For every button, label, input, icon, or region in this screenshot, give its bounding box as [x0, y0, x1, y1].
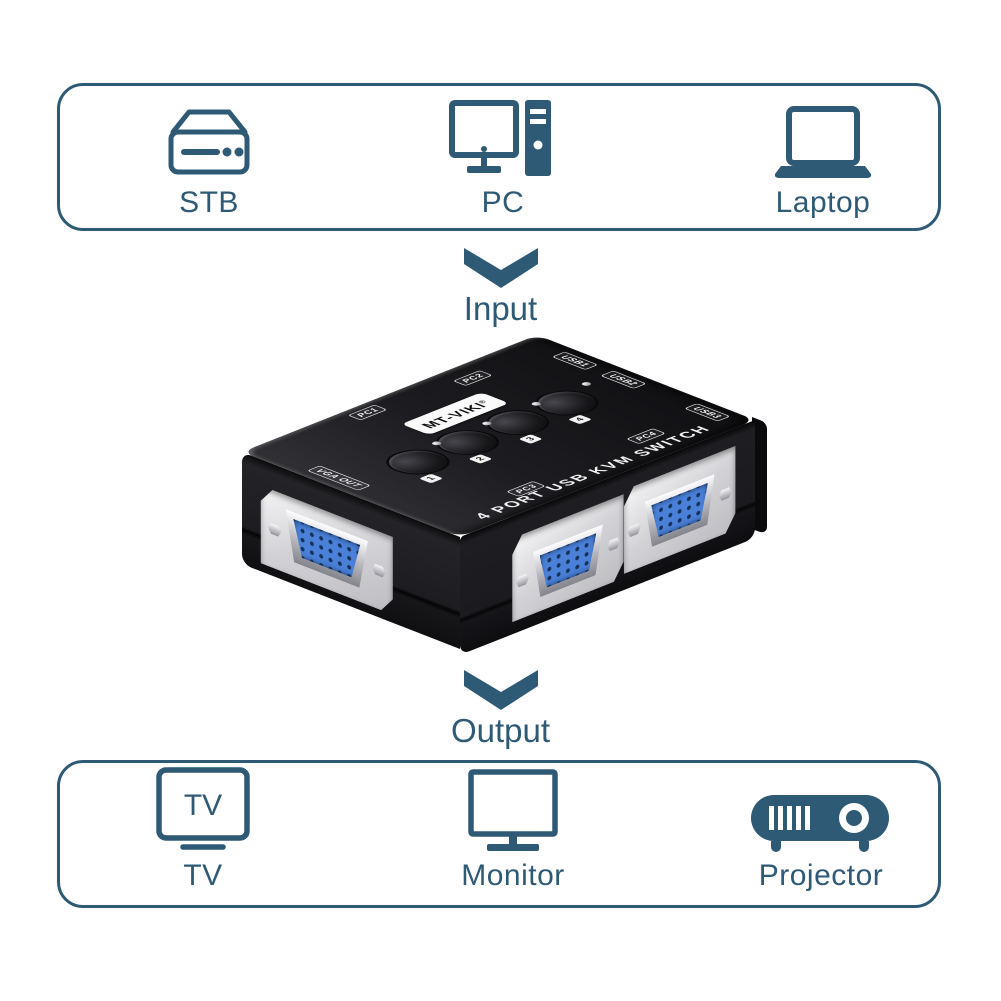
registered-mark: ® [477, 399, 490, 405]
input-flow: Input [0, 248, 1001, 328]
jack-screw-icon [516, 572, 529, 588]
device-front-face [460, 420, 756, 655]
tv-icon-text: TV [184, 789, 222, 822]
input-flow-label: Input [463, 290, 538, 327]
jack-screw-icon [268, 522, 281, 538]
chevron-down-icon [463, 248, 538, 288]
button-number-tag: 3 [518, 434, 543, 444]
brand-label: MT-VIKI® [401, 392, 510, 435]
input-devices-box: STB PC [57, 83, 941, 231]
vga-blue-insert [540, 533, 597, 590]
select-button-3 [476, 406, 559, 439]
projector-icon [691, 771, 951, 853]
stb-icon [79, 98, 339, 180]
pc4-vga-connector [628, 467, 732, 556]
status-led [529, 401, 543, 407]
status-led [579, 381, 593, 387]
product-title: 4 PORT USB KVM SWITCH [471, 424, 716, 522]
button-number-tag: 2 [468, 454, 493, 464]
port-label-pc1: PC1 [347, 404, 388, 421]
jack-screw-icon [372, 562, 385, 578]
dsub-shell [643, 474, 716, 551]
port-label-pc4: PC4 [625, 428, 667, 445]
output-flow-label: Output [450, 712, 551, 749]
vga-blue-insert [651, 483, 708, 540]
monitor-icon [383, 769, 643, 853]
select-button-2 [426, 426, 509, 459]
pc3-port-recess [512, 494, 624, 622]
port-label-pc3: PC3 [505, 480, 547, 497]
button-number-tag: 1 [418, 473, 444, 484]
device-top-face: PC1 PC2 USB1 USB2 USB3 VGA OUT PC3 PC4 M… [242, 335, 755, 537]
button-number-tag: 4 [567, 414, 593, 425]
chevron-down-icon [463, 670, 538, 710]
port-label-vga-out: VGA OUT [306, 465, 371, 491]
device-left-face [242, 452, 460, 649]
jack-screw-icon [719, 486, 732, 502]
vga-blue-insert [293, 519, 360, 581]
device-right-edge [752, 417, 767, 535]
port-label-usb3: USB3 [684, 403, 731, 422]
vga-out-connector [268, 502, 385, 598]
output-label-tv: TV [183, 859, 223, 892]
vga-out-port-recess [261, 485, 393, 615]
output-item-projector: Projector [691, 771, 951, 893]
input-label-pc: PC [481, 186, 525, 219]
pc3-vga-connector [516, 518, 620, 607]
input-item-stb: STB [79, 98, 339, 220]
output-item-monitor: Monitor [383, 769, 643, 893]
laptop-icon [693, 98, 953, 180]
pc4-port-recess [624, 446, 736, 574]
tv-icon: TV [73, 767, 333, 853]
output-devices-box: TV TV Monitor [57, 760, 941, 908]
output-label-monitor: Monitor [461, 859, 565, 892]
dsub-shell [284, 508, 370, 591]
status-led [480, 420, 494, 426]
brand-text: MT-VIKI [417, 401, 492, 431]
output-flow: Output [0, 670, 1001, 750]
output-item-tv: TV TV [73, 767, 333, 893]
jack-screw-icon [628, 522, 641, 538]
input-label-laptop: Laptop [775, 186, 871, 219]
status-led [430, 440, 444, 446]
port-label-pc2: PC2 [452, 370, 493, 387]
jack-screw-icon [607, 536, 620, 552]
select-button-1 [377, 445, 459, 479]
desktop-pc-icon [373, 98, 633, 180]
input-item-pc: PC [373, 98, 633, 220]
port-label-usb1: USB1 [551, 351, 599, 371]
output-label-projector: Projector [758, 859, 884, 892]
port-label-usb2: USB2 [600, 370, 648, 389]
input-item-laptop: Laptop [693, 98, 953, 220]
select-button-4 [525, 386, 608, 420]
dsub-shell [532, 524, 605, 601]
input-label-stb: STB [179, 186, 239, 219]
